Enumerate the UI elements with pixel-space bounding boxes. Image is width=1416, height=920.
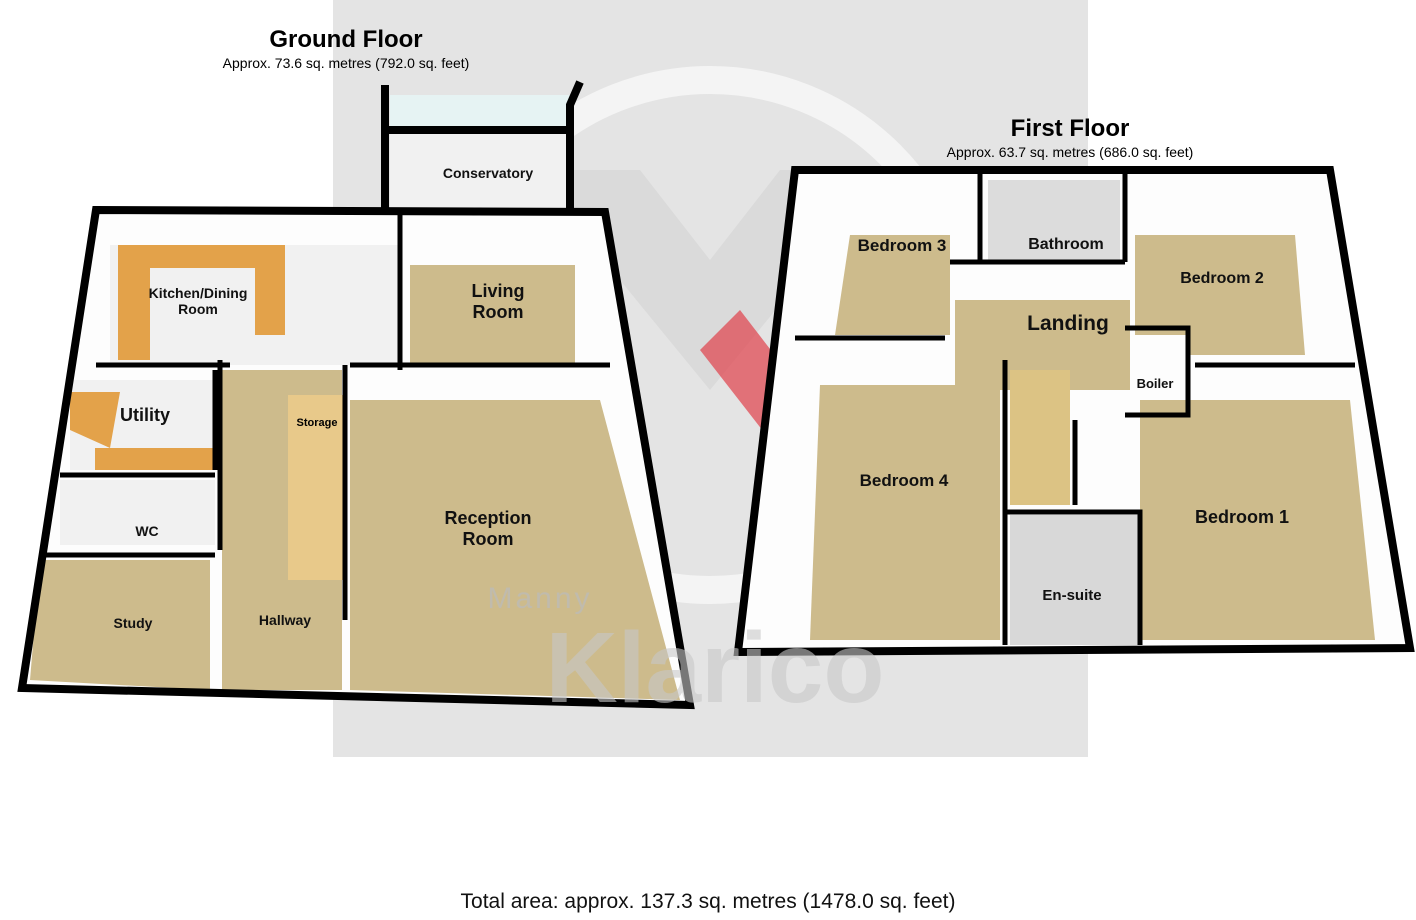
- first-floor-rooms: [733, 166, 1415, 657]
- label-bedroom3: Bedroom 3: [858, 236, 947, 255]
- room-conservatory: [381, 80, 584, 210]
- staircase: [288, 395, 343, 580]
- label-boiler: Boiler: [1137, 376, 1174, 391]
- label-reception-1: Reception: [444, 508, 531, 528]
- label-bedroom2: Bedroom 2: [1180, 270, 1264, 287]
- first-floor-staircase: [1010, 370, 1070, 505]
- total-area: Total area: approx. 137.3 sq. metres (14…: [460, 890, 956, 913]
- label-storage: Storage: [297, 417, 338, 429]
- ground-floor-rooms: [17, 205, 695, 710]
- label-utility: Utility: [120, 405, 170, 425]
- label-bedroom4: Bedroom 4: [860, 471, 949, 490]
- kitchen-counter: [118, 245, 285, 360]
- wc-floor: [60, 480, 215, 545]
- ground-floor-area: Approx. 73.6 sq. metres (792.0 sq. feet): [223, 55, 470, 71]
- study-floor: [30, 560, 210, 690]
- label-living-2: Room: [473, 302, 524, 322]
- first-floor-title: First Floor: [1011, 115, 1130, 142]
- ground-floor-title: Ground Floor: [269, 26, 422, 53]
- label-ensuite: En-suite: [1042, 587, 1101, 604]
- label-kitchen-2: Room: [178, 301, 218, 317]
- label-study: Study: [114, 615, 153, 631]
- bathroom-floor: [988, 180, 1120, 260]
- watermark-text-1: Manny: [487, 582, 592, 615]
- living-floor: [410, 265, 575, 365]
- label-landing: Landing: [1027, 312, 1109, 335]
- label-kitchen-1: Kitchen/Dining: [149, 285, 248, 301]
- bedroom4-floor: [810, 385, 1000, 640]
- label-conservatory: Conservatory: [443, 165, 533, 181]
- label-hallway: Hallway: [259, 612, 311, 628]
- bedroom1-floor: [1140, 400, 1375, 640]
- ensuite-floor: [1010, 515, 1138, 645]
- first-floor-area: Approx. 63.7 sq. metres (686.0 sq. feet): [947, 144, 1194, 160]
- reception-floor: [350, 400, 680, 700]
- bedroom2-floor: [1135, 235, 1305, 355]
- label-reception-2: Room: [463, 529, 514, 549]
- label-bedroom1: Bedroom 1: [1195, 507, 1289, 527]
- label-wc: WC: [135, 523, 158, 539]
- bedroom3-floor: [835, 235, 950, 335]
- watermark-text-2: Klarico: [545, 612, 884, 724]
- label-bathroom: Bathroom: [1028, 236, 1104, 253]
- label-living-1: Living: [472, 281, 525, 301]
